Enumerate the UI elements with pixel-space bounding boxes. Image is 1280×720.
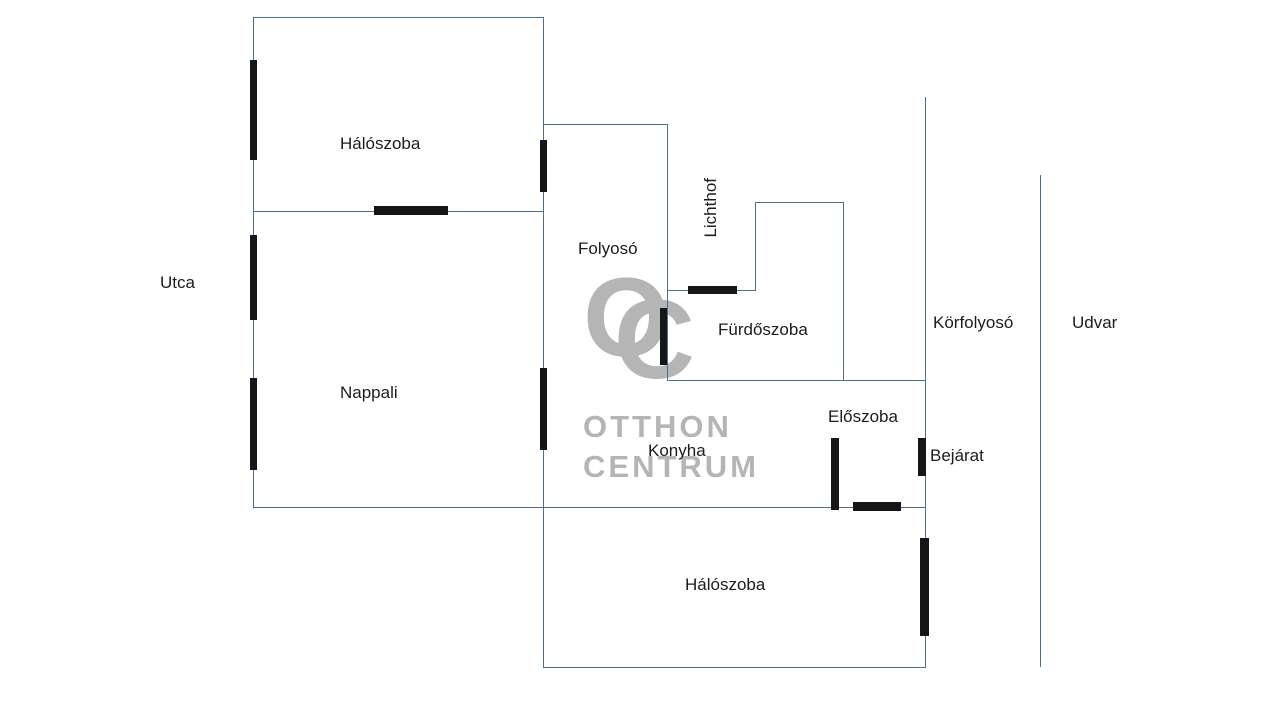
room-label-living-room: Nappali — [340, 383, 398, 402]
wall-segment — [543, 124, 668, 125]
watermark-logo-o: O — [583, 255, 671, 380]
wall-segment — [253, 507, 926, 508]
wall-segment — [843, 202, 844, 381]
wall-segment — [253, 212, 254, 507]
window-marker — [688, 286, 737, 294]
entrance-door-marker — [918, 438, 926, 476]
area-label-entrance: Bejárat — [930, 446, 984, 465]
room-label-hall: Előszoba — [828, 407, 898, 426]
watermark-logo-c: C — [614, 277, 695, 402]
watermark-text-centrum: CENTRUM — [583, 449, 759, 484]
wall-segment — [253, 17, 544, 18]
wall-segment — [543, 667, 926, 668]
window-marker — [540, 368, 547, 450]
window-marker — [920, 538, 929, 636]
wall-segment — [543, 17, 544, 212]
room-label-lichthof: Lichthof — [701, 178, 720, 238]
room-label-bathroom: Fürdőszoba — [718, 320, 808, 339]
room-label-bedroom-top: Hálószoba — [340, 134, 421, 153]
window-marker — [540, 140, 547, 192]
room-label-kitchen: Konyha — [648, 441, 706, 460]
wall-segment — [667, 124, 668, 381]
wall-segment — [543, 507, 544, 667]
area-label-gallery: Körfolyosó — [933, 313, 1014, 332]
room-label-corridor: Folyosó — [578, 239, 638, 258]
door-marker — [831, 438, 839, 510]
window-marker — [660, 308, 667, 365]
area-label-street: Utca — [160, 273, 195, 292]
area-label-courtyard: Udvar — [1072, 313, 1118, 332]
room-label-bedroom-bottom: Hálószoba — [685, 575, 766, 594]
wall-segment — [925, 97, 926, 667]
wall-segment — [755, 202, 844, 203]
door-marker — [853, 502, 901, 511]
window-marker — [250, 235, 257, 320]
wall-segment — [755, 202, 756, 291]
window-marker — [250, 378, 257, 470]
wall-segment — [543, 212, 544, 507]
wall-segment — [1040, 175, 1041, 667]
wall-segment — [667, 380, 926, 381]
window-marker — [250, 60, 257, 160]
door-marker — [374, 206, 448, 215]
watermark-text-otthon: OTTHON — [583, 409, 732, 444]
